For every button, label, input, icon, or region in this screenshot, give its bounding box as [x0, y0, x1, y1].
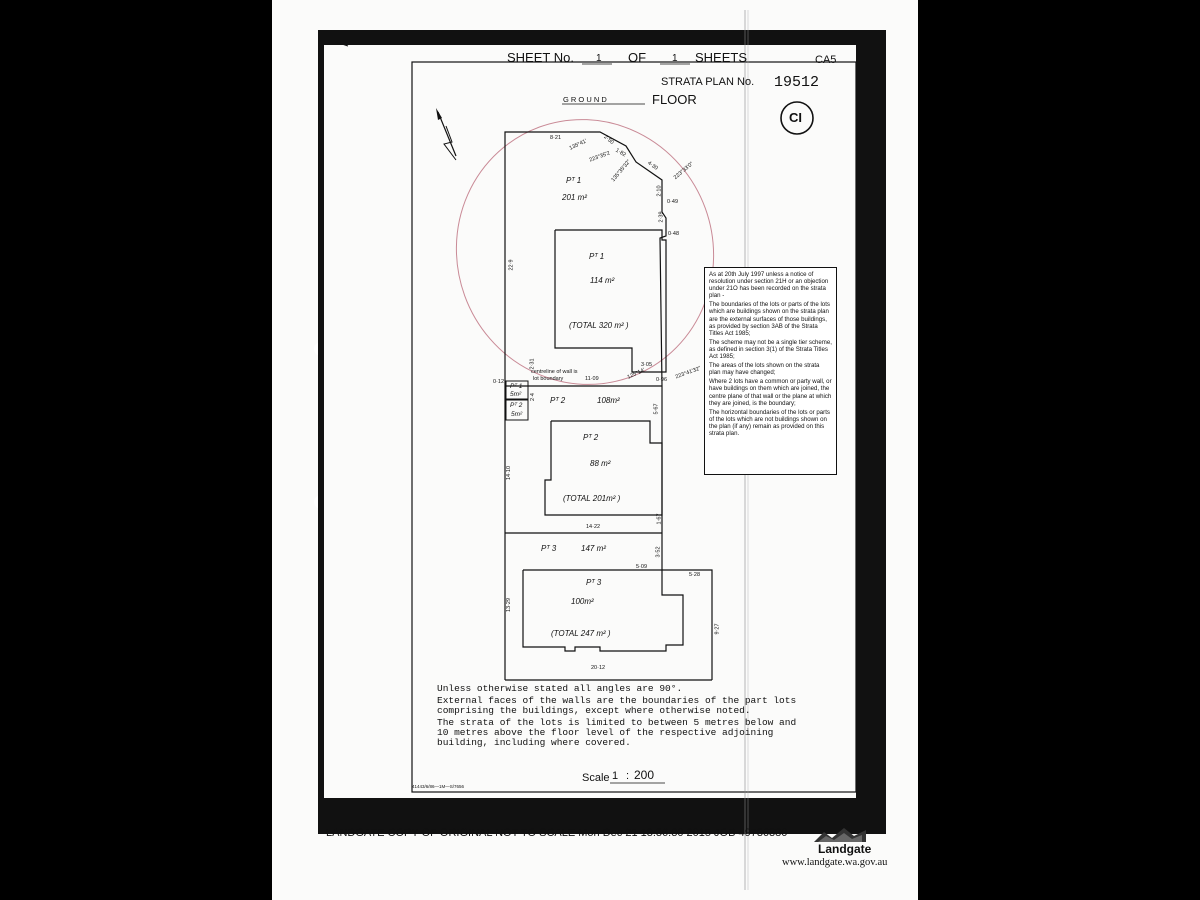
scale-separator: :: [626, 770, 630, 782]
dim-8-21: 8·21: [550, 135, 562, 141]
remark-strata-2: 10 metres above the floor level of the r…: [437, 727, 774, 738]
scan-border-bottom: [318, 798, 886, 834]
north-arrow-icon: [436, 108, 457, 161]
small1-area: 5m²: [510, 391, 522, 398]
sheet-code: CA5: [815, 54, 837, 66]
strata-plan-number: 19512: [774, 74, 820, 91]
scan-mark: [335, 41, 349, 47]
remark-walls-1: External faces of the walls are the boun…: [437, 695, 797, 706]
landgate-brand: Landgate: [818, 842, 872, 856]
pt1-label: Pᵀ 1: [566, 176, 582, 185]
dim-20-12: 20·12: [591, 665, 606, 671]
scale-numerator: 1: [612, 770, 619, 782]
scan-border-right: [856, 30, 886, 834]
dim-9-27: 9·27: [714, 623, 721, 635]
stamp-text: CI: [789, 110, 802, 125]
sheet-number: 1: [596, 53, 602, 64]
remark-walls-2: comprising the buildings, except where o…: [437, 705, 751, 716]
dim-22-9: 22·9: [508, 259, 515, 271]
dim-2-10: 2·10: [656, 185, 663, 197]
scale-label: Scale: [582, 772, 610, 784]
of-label: OF: [628, 50, 647, 65]
pt3-area: 147 m²: [581, 544, 606, 553]
stamp-circle: [780, 101, 814, 135]
lot1-label: Pᵀ 1: [589, 252, 605, 261]
dim-2-39: 2·39: [658, 211, 665, 223]
landgate-url[interactable]: www.landgate.wa.gov.au: [782, 857, 888, 868]
dim-0-96: 0·96: [656, 377, 668, 383]
pt2-area: 108m²: [597, 396, 620, 405]
sheet-label: SHEET No.: [507, 50, 574, 65]
scan-border-left: [318, 30, 324, 834]
lot2-total: (TOTAL 201m² ): [563, 494, 621, 503]
dim-13-29: 13·29: [506, 597, 513, 613]
dim-5-09: 5·09: [636, 564, 648, 570]
centreline-note: centreline of wall is: [531, 369, 578, 375]
note-1: As at 20th July 1997 unless a notice of …: [709, 271, 829, 300]
pt1-area: 201 m²: [562, 193, 587, 202]
small-lot-2: [505, 399, 529, 421]
lot1-area: 114 m²: [590, 276, 615, 285]
lot3-label: Pᵀ 3: [586, 578, 602, 587]
hand-drawn-ellipse: [455, 119, 715, 385]
small1-label: Pᵀ 1: [510, 383, 523, 390]
pt2-label: Pᵀ 2: [550, 396, 566, 405]
lot-boundary-note: lot boundary: [533, 376, 564, 382]
lot1-boundary: [504, 131, 667, 387]
lot2-label: Pᵀ 2: [583, 433, 599, 442]
dim-2-31: 2·31: [529, 358, 536, 370]
lot3-total: (TOTAL 247 m² ): [551, 629, 611, 638]
strata-notes-box: As at 20th July 1997 unless a notice of …: [704, 267, 837, 475]
note-2: The boundaries of the lots or parts of t…: [709, 301, 830, 337]
note-6: The horizontal boundaries of the lots or…: [709, 408, 830, 437]
remark-strata-1: The strata of the lots is limited to bet…: [437, 717, 797, 728]
landgate-logo-icon: [814, 828, 866, 842]
lot1-total: (TOTAL 320 m² ): [569, 321, 629, 330]
lot2-area: 88 m²: [590, 459, 611, 468]
building2-outline: [544, 420, 663, 516]
dim-3-52: 3·52: [655, 546, 662, 558]
note-3: The scheme may not be a single tier sche…: [709, 338, 832, 361]
dim-5-28: 5·28: [689, 572, 701, 578]
small-lot-1: [505, 380, 529, 400]
lot3-area: 100m²: [571, 597, 594, 606]
total-sheets: 1: [672, 53, 678, 64]
strata-plan-label: STRATA PLAN No.: [661, 76, 755, 88]
note-4: The areas of the lots shown on the strat…: [709, 362, 820, 377]
floor-prefix: G R O U N D: [563, 95, 607, 104]
dim-5-67: 5·67: [653, 403, 660, 415]
dim-3-05: 3·05: [641, 362, 653, 368]
pt3-label: Pᵀ 3: [541, 544, 557, 553]
plan-frame: [411, 61, 857, 793]
note-5: Where 2 lots have a common or party wall…: [709, 378, 832, 407]
dim-0-49: 0·49: [667, 199, 679, 205]
remark-strata-3: building, including where covered.: [437, 737, 631, 748]
footer-caption: LANDGATE COPY OF ORIGINAL NOT TO SCALE M…: [326, 827, 788, 839]
dim-11-09: 11·09: [585, 376, 599, 382]
building1-outline: [554, 229, 667, 373]
dim-0-48: 0·48: [668, 231, 680, 237]
small2-label: Pᵀ 2: [510, 402, 523, 409]
remark-angles: Unless otherwise stated all angles are 9…: [437, 683, 683, 694]
form-code: 41443/6/86—1M—S/7656: [412, 784, 465, 789]
dim-2-4: 2·4: [529, 393, 536, 401]
small2-area: 5m²: [511, 411, 523, 418]
dim-14-22: 14·22: [586, 524, 601, 530]
building3-outline: [522, 569, 684, 652]
scale-denominator: 200: [634, 768, 655, 782]
dim-1-67: 1·67: [656, 513, 663, 525]
dim-0-12: 0·12: [493, 379, 505, 385]
sheets-label: SHEETS: [695, 50, 748, 65]
dim-14-10: 14·10: [506, 465, 513, 481]
floor-label: FLOOR: [652, 92, 697, 107]
